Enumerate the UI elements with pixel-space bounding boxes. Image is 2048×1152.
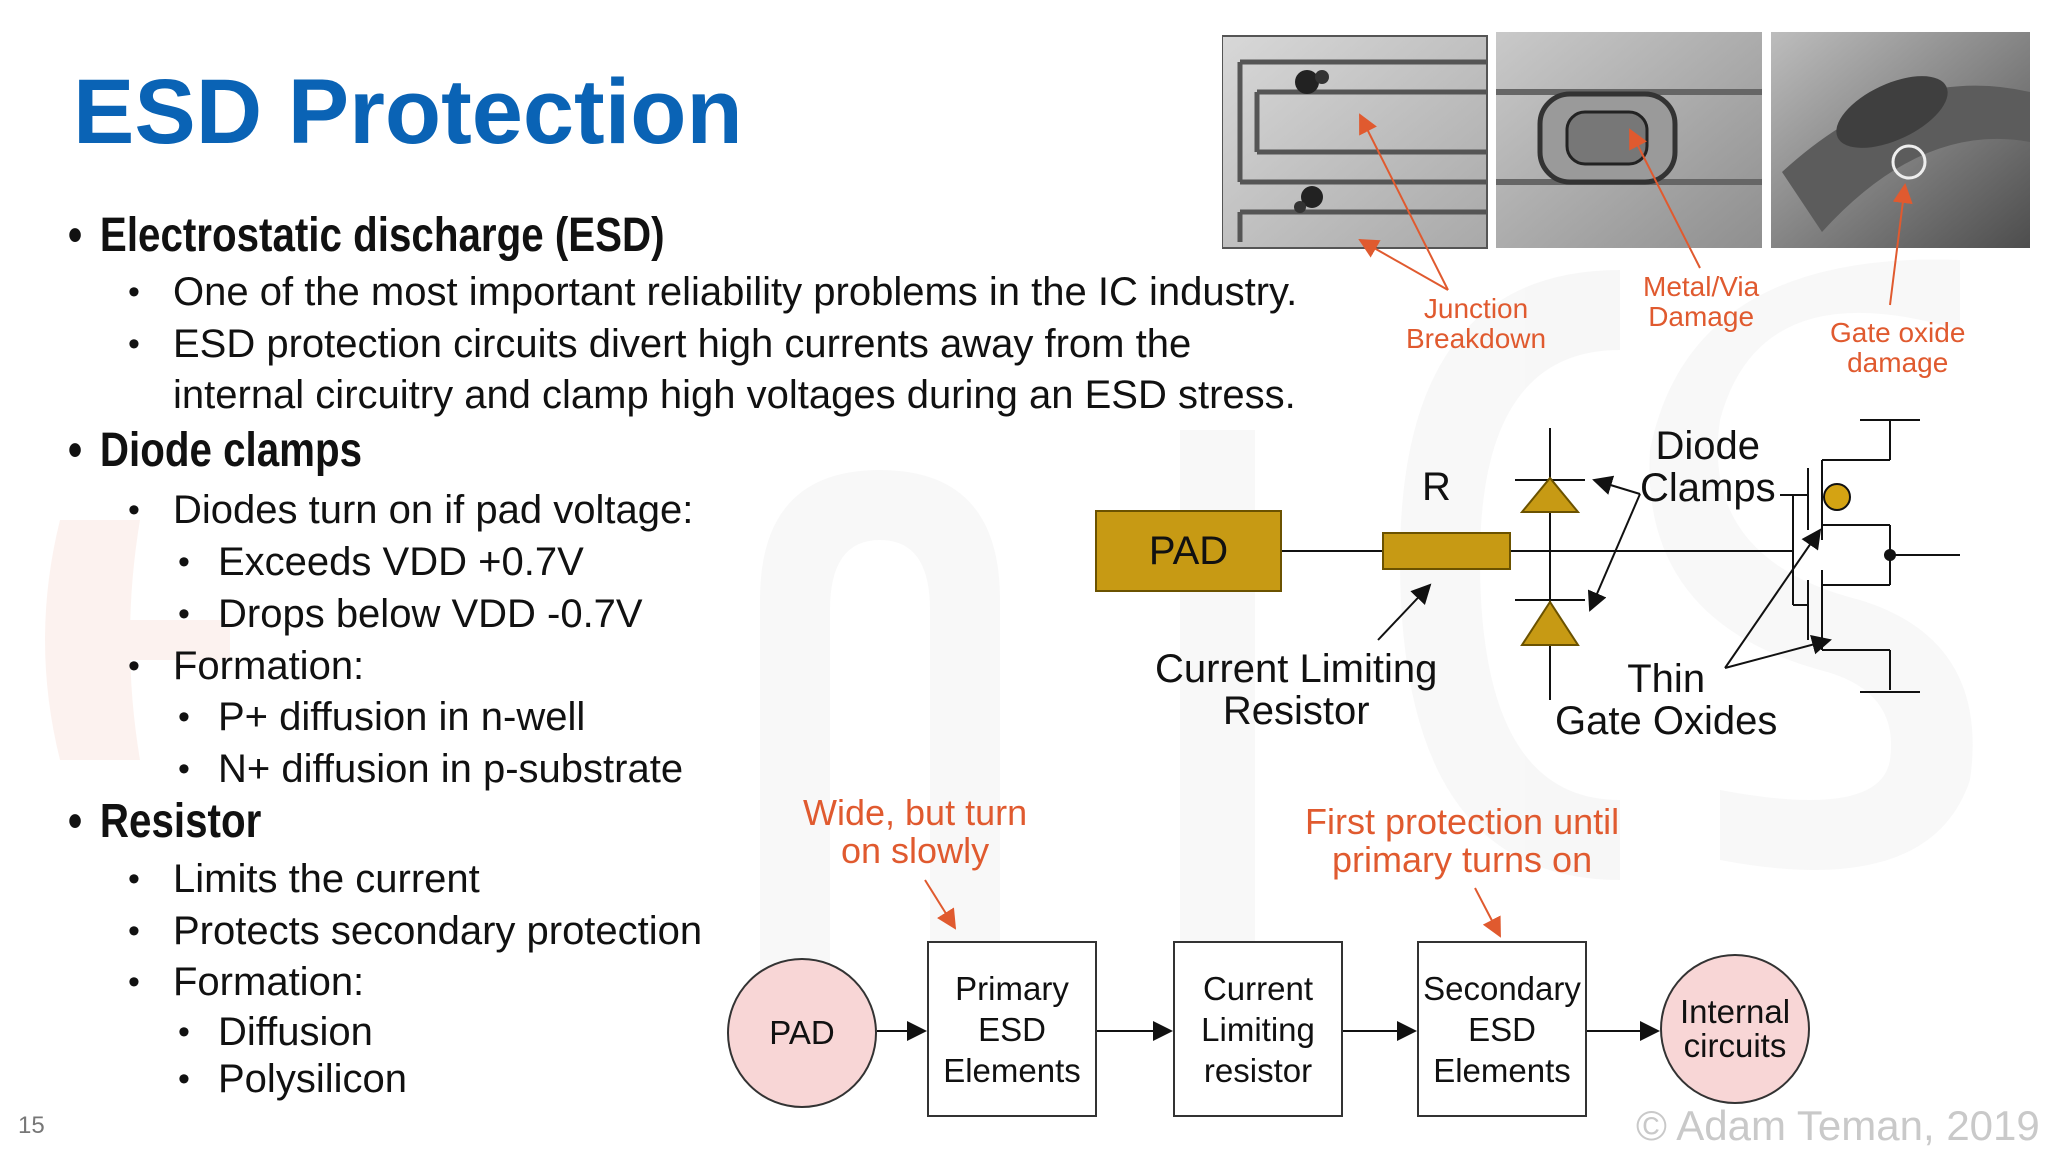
slide-number: 15 [18, 1112, 45, 1139]
copyright: © Adam Teman, 2019 [1636, 1102, 2040, 1149]
bullet-diode-heading: Diode clamps [99, 424, 363, 477]
bullet-diode-turn-on: •Diodes turn on if pad voltage: [128, 488, 694, 532]
slide-title: ESD Protection [73, 61, 743, 163]
flow-note-arrows [924, 879, 1501, 938]
bullet-resistor-protects: •Protects secondary protection [128, 909, 703, 953]
bullet-diode-formation: •Formation: [128, 644, 365, 688]
circuit-pad: PAD [1095, 510, 1282, 592]
bullet-resistor-limits: •Limits the current [128, 857, 480, 901]
circuit-r-label: R [1422, 465, 1451, 509]
bullet-diode-drops: •Drops below VDD -0.7V [178, 592, 643, 636]
esd-damage-micrographs [1222, 32, 2030, 249]
bullet-esd-heading: Electrostatic discharge (ESD) [99, 209, 665, 262]
diode-bottom [1520, 600, 1580, 646]
bullet-esd: •Electrostatic discharge (ESD) [68, 209, 665, 262]
bullet-esd-item-1: •One of the most important reliability p… [128, 270, 1298, 314]
bullet-diode-exceeds: •Exceeds VDD +0.7V [178, 540, 584, 584]
bullet-resistor-formation: •Formation: [128, 960, 365, 1004]
bullet-diode-pplus: •P+ diffusion in n-well [178, 695, 586, 739]
bullet-resistor-diffusion: •Diffusion [178, 1010, 373, 1054]
bullet-diode: •Diode clamps [68, 424, 363, 477]
bullet-resistor-polysilicon: •Polysilicon [178, 1057, 407, 1101]
bullet-resistor-heading: Resistor [99, 795, 262, 848]
junction-breakdown-photo [1222, 35, 1488, 249]
bullet-resistor: •Resistor [68, 795, 262, 848]
gate-oxide-damage-photo [1771, 32, 2030, 248]
bullet-esd-item-2: •ESD protection circuits divert high cur… [128, 322, 1192, 366]
transistor-bubble [1823, 483, 1851, 511]
flow-pad: PAD [727, 958, 877, 1108]
bullet-diode-nplus: •N+ diffusion in p-substrate [178, 747, 684, 791]
diode-top [1519, 476, 1581, 513]
resistor-symbol [1382, 532, 1511, 570]
bullet-esd-item-2-cont: internal circuitry and clamp high voltag… [173, 373, 1296, 417]
metal-via-damage-photo [1496, 32, 1762, 248]
